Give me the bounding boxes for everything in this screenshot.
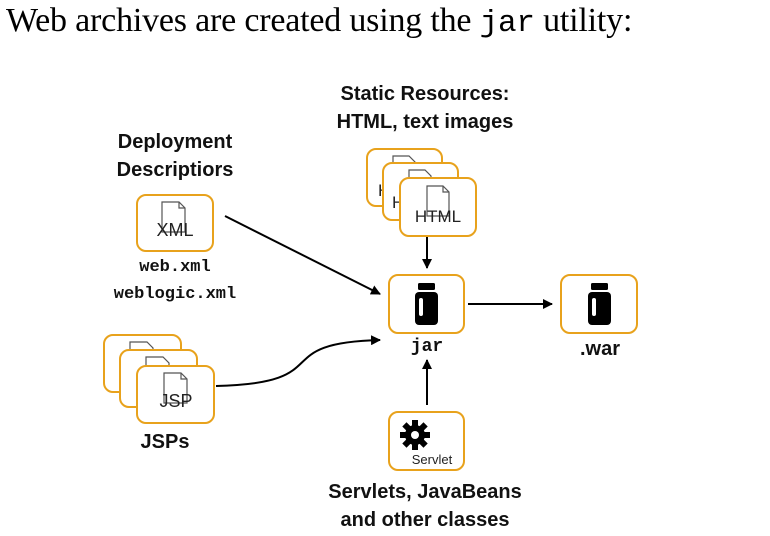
title-text-start: Web archives are created using the — [6, 2, 480, 39]
servlet-icon-label: Servlet — [412, 452, 453, 467]
deployment-descriptors-label-line1: Deployment — [117, 131, 233, 153]
descriptor-file-weblogic-xml: weblogic.xml — [113, 285, 237, 304]
jar-label: jar — [410, 337, 444, 357]
arrow-jsps-to-jar — [215, 335, 381, 387]
war-label: .war — [579, 338, 621, 360]
static-resources-label: Static Resources: HTML, text images — [300, 80, 550, 136]
slide-title: Web archives are created using the jar u… — [6, 2, 632, 41]
xml-icon-label: XML — [156, 220, 193, 240]
servlets-label-line2: and other classes — [340, 509, 510, 531]
title-code-jar: jar — [479, 6, 535, 41]
arrow-descriptors-to-jar — [224, 215, 381, 295]
xml-file-icon: XML — [136, 194, 214, 252]
servlet-box: Servlet — [388, 411, 465, 471]
jsp-file-stack: JSP — [103, 334, 215, 424]
descriptor-file-web-xml: web.xml — [139, 258, 211, 277]
static-resources-label-line1: Static Resources: — [340, 83, 510, 105]
jar-icon — [588, 283, 611, 325]
html-icon-label: HTML — [415, 207, 461, 226]
html-file-icon: HTML — [399, 177, 477, 237]
jar-tool-box — [388, 274, 465, 334]
servlets-label: Servlets, JavaBeans and other classes — [290, 478, 560, 534]
war-output-box — [560, 274, 638, 334]
servlets-label-line1: Servlets, JavaBeans — [328, 481, 522, 503]
jsp-icon-label: JSP — [159, 391, 192, 411]
deployment-descriptors-label: Deployment Descriptiors — [70, 128, 280, 184]
descriptor-file-list: web.xml weblogic.xml — [60, 254, 290, 308]
gear-icon — [400, 420, 430, 450]
jsps-label: JSPs — [140, 431, 190, 453]
jsp-file-icon: JSP — [136, 365, 215, 424]
html-file-stack: H H HTML — [366, 148, 477, 237]
jar-icon — [415, 283, 438, 325]
deployment-descriptors-label-line2: Descriptiors — [116, 159, 234, 181]
static-resources-label-line2: HTML, text images — [336, 111, 514, 133]
title-text-end: utility: — [534, 2, 633, 39]
